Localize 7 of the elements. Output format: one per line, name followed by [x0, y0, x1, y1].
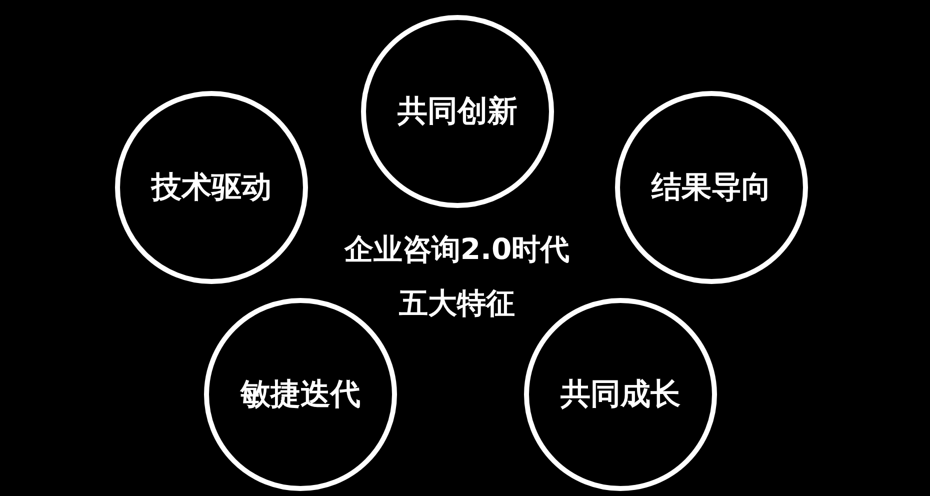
node-label: 共同创新: [398, 92, 518, 130]
heading-text: 企业咨询2.0时代: [344, 230, 570, 268]
node-label: 敏捷迭代: [240, 376, 360, 414]
node-label: 技术驱动: [152, 168, 272, 206]
node-label: 共同成长: [560, 376, 680, 414]
heading-text: 五大特征: [399, 284, 515, 322]
node-label: 结果导向: [652, 168, 772, 206]
